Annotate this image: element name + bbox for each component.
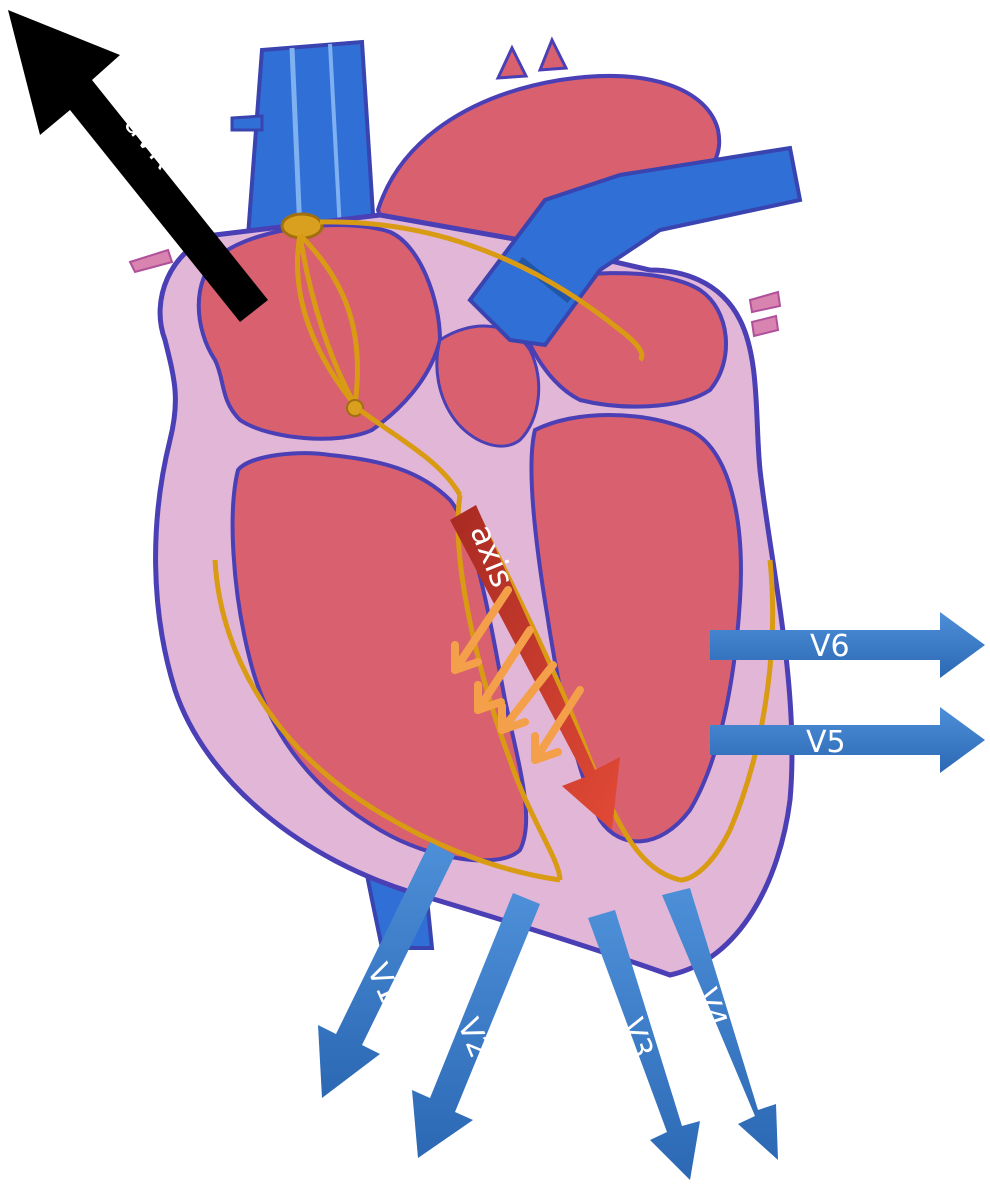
v5-label: V5 bbox=[806, 725, 846, 760]
avr-lead-arrow: aVR bbox=[8, 10, 268, 322]
v6-label: V6 bbox=[810, 629, 850, 664]
superior-vena-cava bbox=[232, 42, 374, 236]
